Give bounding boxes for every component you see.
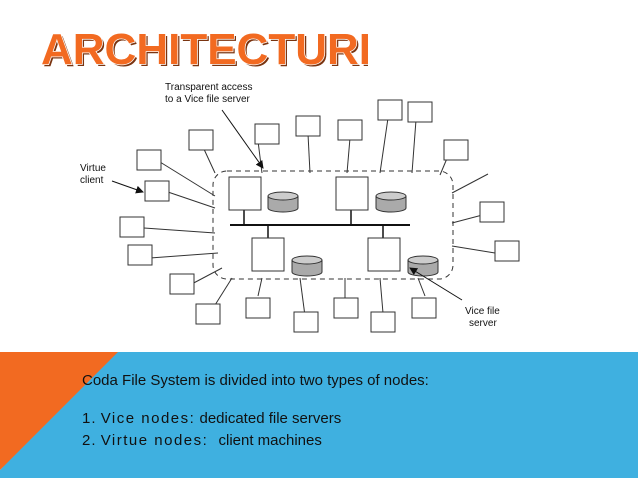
virtue-client-nodes (119, 99, 520, 333)
virtue-client-node (254, 123, 280, 145)
virtue-client-node (119, 216, 145, 238)
blue-band (0, 352, 638, 478)
vice-server-node (228, 176, 262, 211)
transparent-access-label: to a Vice file server (165, 94, 251, 105)
coda-architecture-diagram: Transparent access to a Vice file server… (80, 82, 520, 333)
list-item-number: 1. (82, 410, 97, 427)
backbone-drops (243, 210, 384, 238)
transparent-access-arrow (221, 109, 264, 169)
virtue-client-node (411, 297, 437, 319)
vice-server-label: Vice file (465, 306, 500, 317)
virtue-client-node (333, 297, 359, 319)
vice-server-label: server (469, 318, 497, 329)
list-item-term: Virtue nodes: (100, 432, 209, 449)
virtue-client-node (127, 244, 153, 266)
virtue-client-node (295, 115, 321, 137)
slide-title: ARCHITECTURE ARCHITECTURE (40, 24, 368, 72)
vice-server-arrow (409, 267, 463, 301)
vice-server-node (367, 237, 401, 272)
virtue-client-node (245, 297, 271, 319)
virtue-client-arrow (111, 180, 144, 194)
virtue-client-node (169, 273, 195, 295)
list-item: 2. Virtue nodes: client machines (82, 432, 322, 450)
virtue-client-node (370, 311, 396, 333)
vice-server-node (335, 176, 369, 211)
list-item-description: dedicated file servers (199, 410, 342, 427)
vice-server-node (251, 237, 285, 272)
virtue-client-node (293, 311, 319, 333)
virtue-client-node (479, 201, 505, 223)
disk-icon (267, 191, 299, 213)
transparent-access-label: Transparent access (165, 82, 252, 93)
bottom-color-band (0, 352, 638, 478)
virtue-client-node (494, 240, 520, 262)
list-item-term: Vice nodes: (100, 410, 196, 427)
list-item-description: client machines (218, 432, 322, 449)
virtue-client-node (443, 139, 469, 161)
virtue-client-node (407, 101, 433, 123)
virtue-client-label: Virtue (80, 163, 106, 174)
intro-text: Coda File System is divided into two typ… (82, 372, 429, 389)
virtue-client-node (188, 129, 214, 151)
virtue-client-node (144, 180, 170, 202)
virtue-client-node (377, 99, 403, 121)
virtue-client-node (136, 149, 162, 171)
virtue-client-node (337, 119, 363, 141)
list-item: 1. Vice nodes: dedicated file servers (82, 410, 341, 428)
disk-icon (407, 255, 439, 277)
slide-title-shadow: ARCHITECTURE (43, 27, 368, 72)
disk-icon (291, 255, 323, 277)
list-item-number: 2. (82, 432, 97, 449)
vice-server-enclosure (212, 170, 454, 280)
virtue-client-node (195, 303, 221, 325)
virtue-client-label: client (80, 175, 104, 186)
disk-icon (375, 191, 407, 213)
slide-title-text: ARCHITECTURE (41, 25, 368, 72)
